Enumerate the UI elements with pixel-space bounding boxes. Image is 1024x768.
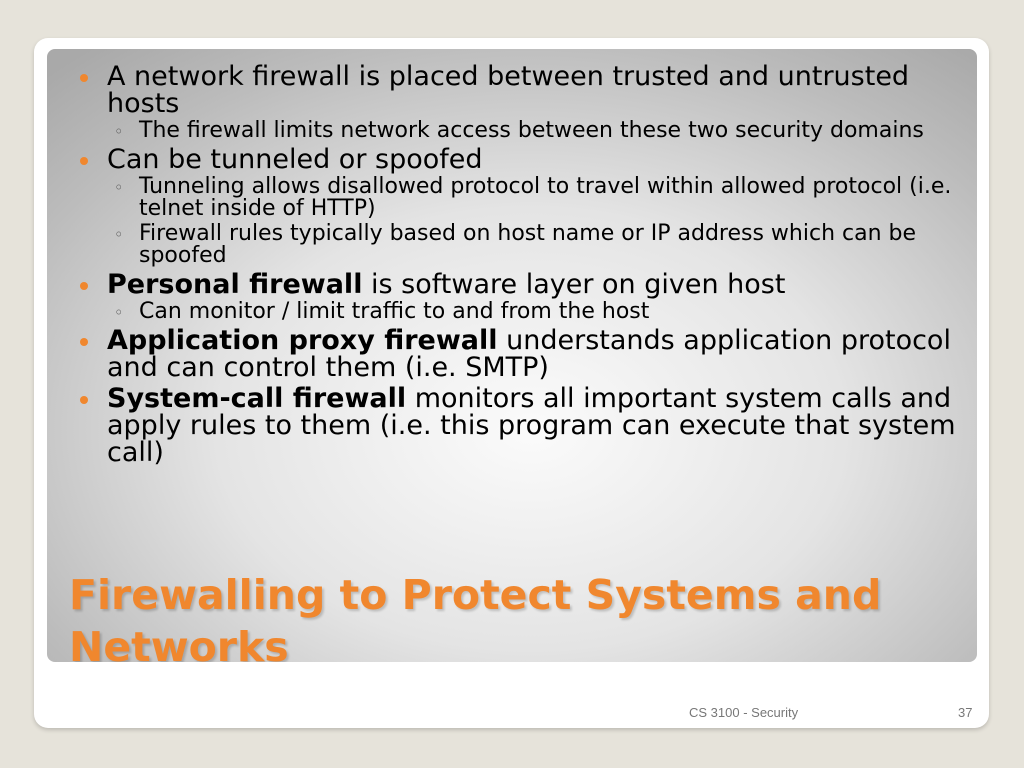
sub-bullet-item: ◦ Tunneling allows disallowed protocol t… [77, 176, 957, 220]
bullet-text: is software layer on given host [362, 269, 786, 300]
sub-bullet-marker-icon: ◦ [114, 178, 124, 197]
content-panel: A network firewall is placed between tru… [47, 49, 977, 662]
sub-bullet-marker-icon: ◦ [114, 225, 124, 244]
slide-title: Firewalling to Protect Systems and Netwo… [69, 571, 882, 662]
bullet-item: Application proxy firewall understands a… [77, 327, 957, 381]
sub-bullet-text: The firewall limits network access betwe… [139, 118, 924, 143]
bullet-dot-icon [80, 396, 88, 404]
bullet-bold-text: Personal firewall [107, 269, 363, 300]
bullet-item: Personal firewall is software layer on g… [77, 271, 957, 298]
sub-bullet-item: ◦ The firewall limits network access bet… [77, 120, 957, 142]
bullet-text: A network firewall is placed between tru… [107, 61, 910, 119]
sub-bullet-text: Tunneling allows disallowed protocol to … [139, 174, 952, 221]
bullet-item: A network firewall is placed between tru… [77, 63, 957, 117]
bullet-dot-icon [80, 282, 88, 290]
bullet-bold-text: Application proxy firewall [107, 325, 498, 356]
sub-bullet-item: ◦ Can monitor / limit traffic to and fro… [77, 301, 957, 323]
slide-number: 37 [958, 705, 973, 720]
bullet-bold-text: System-call firewall [107, 383, 407, 414]
sub-bullet-marker-icon: ◦ [114, 122, 124, 141]
bullet-list: A network firewall is placed between tru… [77, 63, 957, 466]
sub-bullet-text: Can monitor / limit traffic to and from … [139, 299, 650, 324]
bullet-dot-icon [80, 338, 88, 346]
bullet-text: monitors all important system calls and … [107, 383, 956, 468]
footer-course: CS 3100 - Security [689, 705, 799, 720]
bullet-text: Can be tunneled or spoofed [107, 144, 483, 175]
bullet-dot-icon [80, 157, 88, 165]
sub-bullet-text: Firewall rules typically based on host n… [139, 221, 917, 268]
bullet-text: understands application protocol and can… [107, 325, 951, 383]
bullet-item: Can be tunneled or spoofed [77, 146, 957, 173]
sub-bullet-item: ◦ Firewall rules typically based on host… [77, 223, 957, 267]
sub-bullet-marker-icon: ◦ [114, 303, 124, 322]
bullet-dot-icon [80, 74, 88, 82]
bullet-item: System-call firewall monitors all import… [77, 385, 957, 466]
